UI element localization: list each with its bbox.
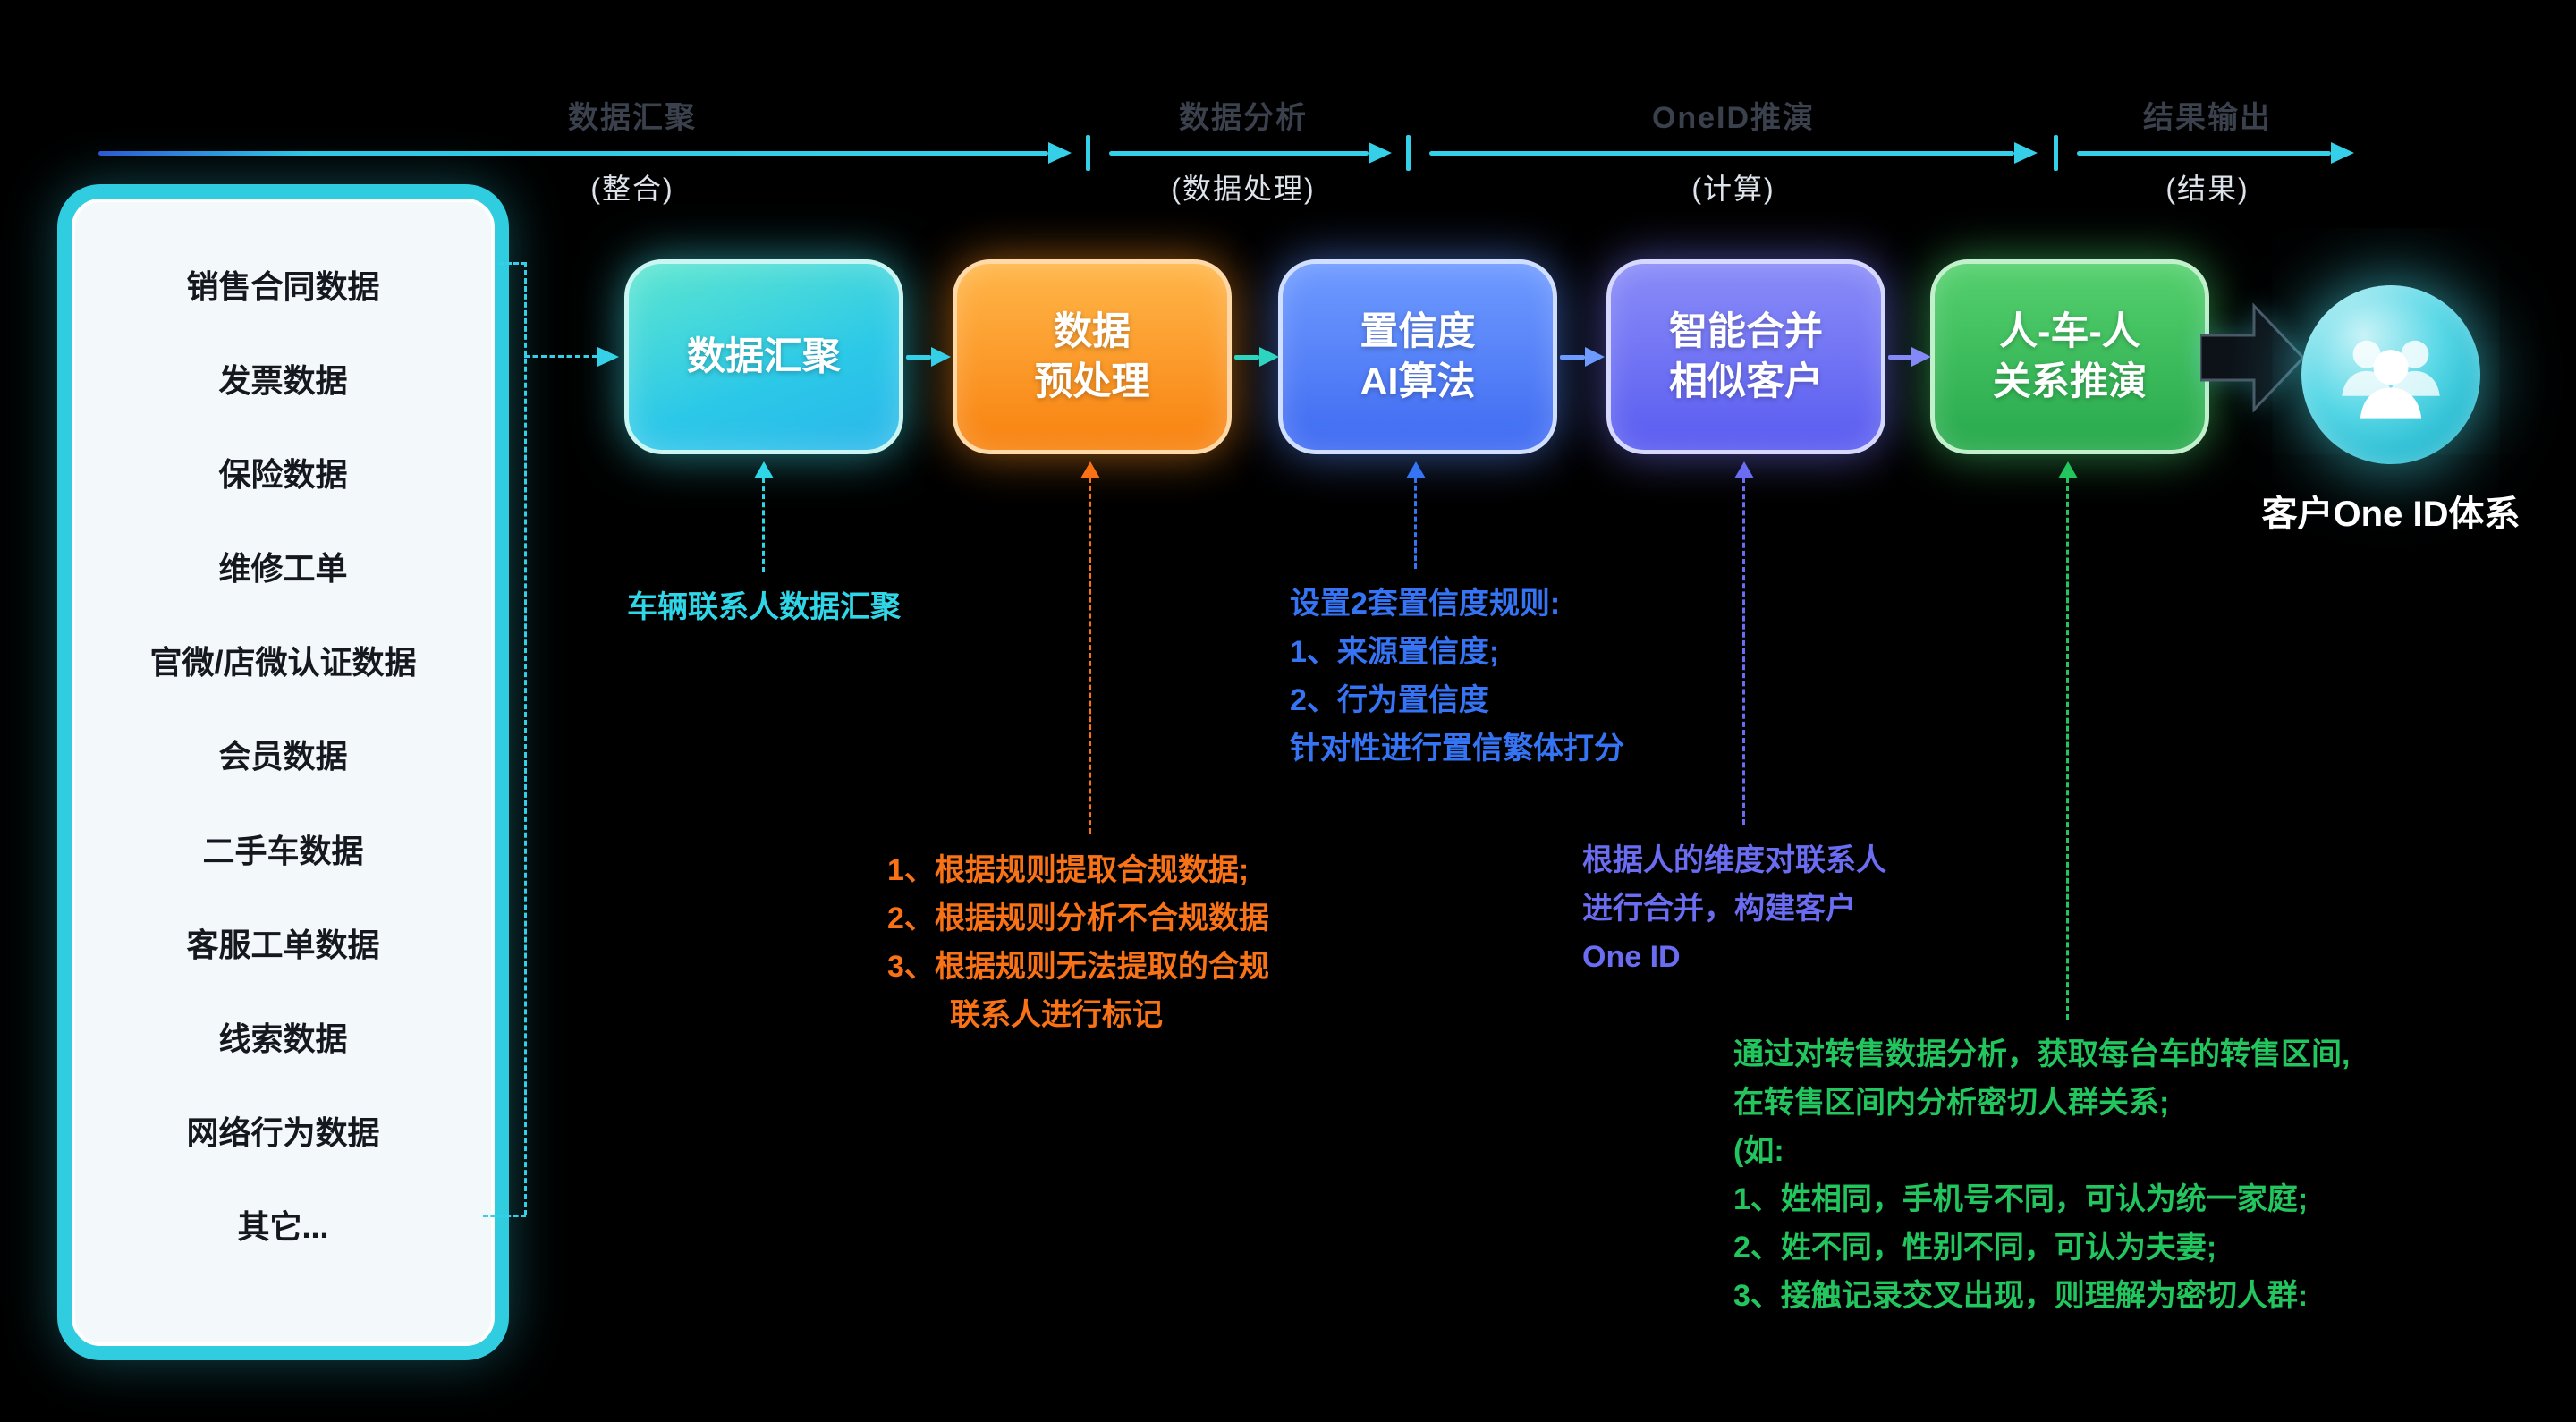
result-circle [2301, 285, 2480, 464]
phase-arrow-line-3 [1429, 151, 2014, 156]
phase-separator-1 [1086, 135, 1090, 171]
annotation-step1: 车辆联系人数据汇聚 [585, 583, 943, 631]
step-box-label: 置信度 [1360, 310, 1476, 353]
phase-label-4: 结果输出 [2143, 101, 2272, 135]
step-box-data-preprocessing: 数据 预处理 [953, 259, 1232, 454]
collector-stub-bottom [483, 1215, 526, 1217]
source-item: 线索数据 [218, 1020, 348, 1057]
collector-arrow-line [524, 355, 597, 358]
source-item: 维修工单 [218, 550, 348, 588]
phase-arrow-line-4 [2077, 151, 2331, 156]
step-box-confidence-ai: 置信度 AI算法 [1278, 259, 1557, 454]
phase-separator-2 [1406, 135, 1411, 171]
step-box-data-aggregation: 数据汇聚 [624, 259, 903, 454]
annotation-line: 1、姓相同，手机号不同，可认为统一家庭; [1733, 1182, 2309, 1216]
annotation-line: 针对性进行置信繁体打分 [1290, 732, 1624, 766]
step-box-label: 数据汇聚 [687, 335, 841, 378]
step-arrow-line-3 [1560, 355, 1585, 360]
step-box-label: 相似客户 [1669, 360, 1823, 403]
note-dash-5 [2066, 478, 2069, 1020]
note-arrowhead-4-icon [1734, 461, 1754, 478]
phase-sub-2: (数据处理) [1171, 173, 1316, 205]
annotation-line: 2、姓不同，性别不同，可认为夫妻; [1733, 1231, 2217, 1265]
note-dash-2 [1089, 478, 1091, 834]
step-arrowhead-1-icon [931, 347, 951, 367]
annotation-line: 进行合并，构建客户 [1582, 892, 1856, 926]
annotation-line: 车辆联系人数据汇聚 [627, 590, 901, 624]
source-item: 会员数据 [218, 738, 348, 775]
phase-label-1: 数据汇聚 [568, 101, 697, 135]
step-box-smart-merge: 智能合并 相似客户 [1606, 259, 1885, 454]
step-box-relation-inference: 人-车-人 关系推演 [1930, 259, 2209, 454]
annotation-line: 3、接触记录交叉出现，则理解为密切人群: [1733, 1279, 2309, 1313]
phase-separator-3 [2054, 135, 2058, 171]
step-arrow-line-4 [1888, 355, 1911, 360]
annotation-line: (如: [1733, 1134, 1784, 1168]
phase-arrowhead-1-icon [1048, 142, 1072, 164]
source-item: 客服工单数据 [186, 926, 380, 963]
phase-arrow-line-2 [1109, 151, 1368, 156]
annotation-line: 通过对转售数据分析，获取每台车的转售区间, [1733, 1037, 2351, 1071]
step-box-label: 关系推演 [1993, 360, 2147, 403]
collector-arrowhead-icon [597, 347, 619, 367]
source-item: 其它... [237, 1207, 329, 1245]
source-item: 网络行为数据 [186, 1113, 380, 1151]
note-arrowhead-2-icon [1080, 461, 1100, 478]
result-label: 客户One ID体系 [2261, 495, 2521, 534]
source-item: 保险数据 [218, 456, 348, 494]
phase-label-2: 数据分析 [1179, 101, 1308, 135]
annotation-line: One ID [1582, 940, 1681, 974]
annotation-line: 2、行为置信度 [1290, 683, 1489, 717]
annotation-line: 1、根据规则提取合规数据; [887, 853, 1250, 887]
result-arrow-icon [2200, 302, 2306, 413]
people-group-icon [2342, 340, 2440, 419]
annotation-step3: 设置2套置信度规则: 1、来源置信度; 2、行为置信度 针对性进行置信繁体打分 [1290, 580, 1624, 773]
note-dash-1 [762, 478, 765, 572]
annotation-line: 设置2套置信度规则: [1290, 587, 1561, 621]
annotation-step4: 根据人的维度对联系人 进行合并，构建客户 One ID [1582, 836, 1886, 981]
annotation-line: 联系人进行标记 [950, 998, 1163, 1032]
step-arrow-line-2 [1234, 355, 1259, 360]
phase-sub-3: (计算) [1691, 173, 1775, 205]
phase-sub-4: (结果) [2165, 173, 2250, 205]
note-dash-3 [1414, 478, 1417, 569]
step-box-label: 智能合并 [1669, 310, 1823, 353]
phase-arrow-line-1 [98, 151, 1048, 156]
source-list: 销售合同数据 发票数据 保险数据 维修工单 官微/店微认证数据 会员数据 二手车… [72, 199, 495, 1346]
step-arrowhead-3-icon [1585, 347, 1605, 367]
note-arrowhead-1-icon [754, 461, 774, 478]
source-item: 官微/店微认证数据 [149, 644, 417, 681]
collector-vertical-line [524, 262, 527, 1215]
annotation-line: 3、根据规则无法提取的合规 [887, 950, 1269, 984]
step-box-label: 预处理 [1034, 360, 1150, 403]
annotation-line: 在转售区间内分析密切人群关系; [1733, 1086, 2170, 1120]
source-item: 二手车数据 [202, 832, 364, 869]
phase-arrowhead-3-icon [2014, 142, 2038, 164]
step-arrow-line-1 [906, 355, 931, 360]
step-box-label: AI算法 [1360, 360, 1476, 403]
note-arrowhead-5-icon [2058, 461, 2078, 478]
step-box-label: 人-车-人 [1999, 310, 2140, 353]
step-box-label: 数据 [1054, 310, 1131, 353]
annotation-step2: 1、根据规则提取合规数据; 2、根据规则分析不合规数据 3、根据规则无法提取的合… [887, 846, 1269, 1039]
step-arrowhead-2-icon [1259, 347, 1279, 367]
phase-arrowhead-2-icon [1368, 142, 1392, 164]
source-item: 销售合同数据 [186, 268, 380, 305]
source-item: 发票数据 [218, 362, 348, 400]
source-panel: 销售合同数据 发票数据 保险数据 维修工单 官微/店微认证数据 会员数据 二手车… [57, 184, 509, 1360]
phase-label-3: OneID推演 [1651, 101, 1816, 135]
note-dash-4 [1742, 478, 1745, 825]
note-arrowhead-3-icon [1406, 461, 1426, 478]
annotation-line: 1、来源置信度; [1290, 635, 1500, 669]
phase-sub-1: (整合) [590, 173, 674, 205]
annotation-step5: 通过对转售数据分析，获取每台车的转售区间, 在转售区间内分析密切人群关系; (如… [1733, 1030, 2350, 1320]
phase-arrowhead-4-icon [2331, 142, 2354, 164]
annotation-line: 根据人的维度对联系人 [1582, 843, 1886, 877]
annotation-line: 2、根据规则分析不合规数据 [887, 901, 1269, 935]
step-arrowhead-4-icon [1911, 347, 1931, 367]
collector-stub-top [499, 262, 526, 265]
